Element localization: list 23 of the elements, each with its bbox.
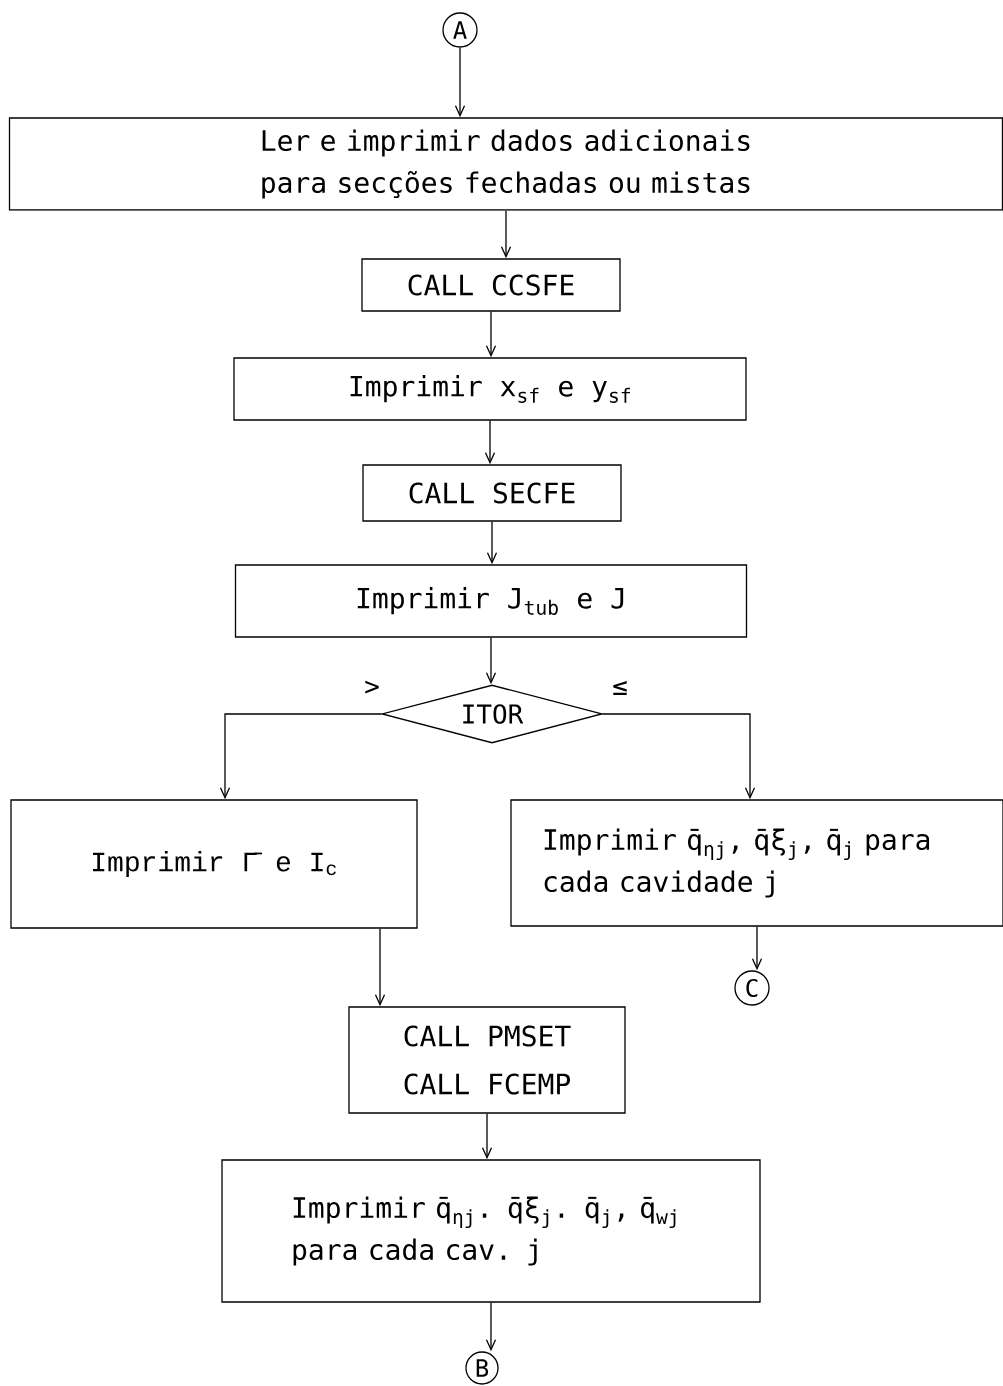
process-box: CALL PMSET CALL FCEMP bbox=[348, 1006, 626, 1114]
arrow bbox=[751, 926, 763, 971]
process-box: Imprimir q̄$_{ηj}$, q̄ξ$_{j}$, q̄$_{j}$ para cada cavidade j bbox=[510, 799, 1003, 927]
edge-label: ≤ bbox=[611, 680, 629, 696]
arrow bbox=[481, 1113, 493, 1160]
arrow bbox=[602, 713, 756, 800]
process-box: Imprimir x$_{sf}$ e y$_{sf}$ bbox=[233, 357, 747, 421]
arrow bbox=[454, 47, 466, 118]
arrow bbox=[219, 713, 382, 800]
process-box: CALL SECFE bbox=[362, 464, 622, 522]
edge-label: > bbox=[363, 679, 381, 697]
arrow bbox=[485, 637, 497, 685]
process-box: CALL CCSFE bbox=[361, 258, 621, 312]
arrow bbox=[485, 311, 497, 358]
arrow bbox=[500, 210, 512, 259]
process-box: Imprimir J$_{tub}$ e J bbox=[234, 564, 748, 638]
arrow bbox=[484, 420, 496, 465]
process-box: Imprimir q̄$_{ηj}$. q̄ξ$_{j}$. q̄$_{j}$, q̄$_{wj}$ para cada cav. j bbox=[221, 1159, 761, 1303]
arrow bbox=[485, 1302, 497, 1352]
arrow bbox=[374, 928, 386, 1007]
process-box: Imprimir Γ̄ e I$_{c}$ bbox=[10, 799, 418, 929]
arrow bbox=[486, 521, 498, 565]
process-box: Ler e imprimir dados adicionais para secções fechadas ou mistas bbox=[8, 117, 1003, 211]
